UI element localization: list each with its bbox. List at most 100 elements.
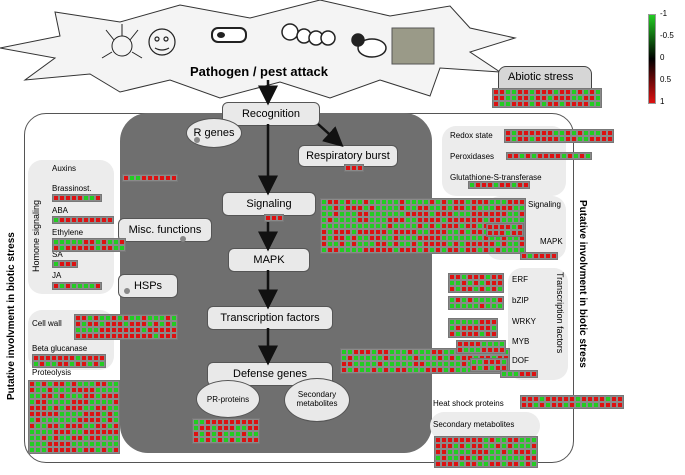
heatmap-cell <box>53 245 59 251</box>
heatmap-cell <box>65 417 71 423</box>
heatmap-cell <box>41 429 47 435</box>
heatmap-cell <box>487 341 493 347</box>
heatmap-cell <box>83 405 89 411</box>
heatmap-cell <box>363 217 369 223</box>
beta-glucanase-label: Beta glucanase <box>32 344 88 353</box>
heatmap-cell <box>491 280 497 286</box>
heatmap-cell <box>495 211 501 217</box>
heatmap-cell <box>71 399 77 405</box>
heatmap-cell <box>465 449 471 455</box>
heatmap-cell <box>405 217 411 223</box>
heatmap-cell <box>513 455 519 461</box>
heatmap-cell <box>483 217 489 223</box>
heatmap-cell <box>589 130 595 136</box>
expression-heatmap <box>52 216 114 224</box>
heatmap-cell <box>513 211 519 217</box>
heatmap-cell <box>449 355 455 361</box>
proteolysis-label: Proteolysis <box>32 368 72 377</box>
heatmap-cell <box>345 165 351 171</box>
heatmap-cell <box>459 211 465 217</box>
heatmap-cell <box>107 393 113 399</box>
heatmap-cell <box>81 333 87 339</box>
heatmap-cell <box>519 241 525 247</box>
heatmap-cell <box>455 325 461 331</box>
heatmap-cell <box>93 333 99 339</box>
heatmap-cell <box>51 355 57 361</box>
heatmap-cell <box>471 199 477 205</box>
heatmap-cell <box>35 429 41 435</box>
heatmap-cell <box>479 280 485 286</box>
heatmap-cell <box>199 419 205 425</box>
heatmap-cell <box>147 327 153 333</box>
heatmap-cell <box>59 435 65 441</box>
heatmap-cell <box>369 229 375 235</box>
heatmap-cell <box>235 431 241 437</box>
heatmap-cell <box>41 393 47 399</box>
heatmap-cell <box>535 136 541 142</box>
heatmap-cell <box>41 417 47 423</box>
heatmap-cell <box>493 182 499 188</box>
expression-heatmap <box>122 174 178 182</box>
heatmap-cell <box>365 361 371 367</box>
heatmap-cell <box>351 223 357 229</box>
heatmap-cell <box>435 443 441 449</box>
heatmap-cell <box>531 455 537 461</box>
heatmap-cell <box>327 199 333 205</box>
heatmap-cell <box>413 355 419 361</box>
heatmap-cell <box>29 387 35 393</box>
heatmap-cell <box>223 419 229 425</box>
heatmap-cell <box>447 437 453 443</box>
heatmap-cell <box>465 437 471 443</box>
heatmap-cell <box>535 95 541 101</box>
heatmap-cell <box>523 101 529 107</box>
heatmap-cell <box>595 136 601 142</box>
heatmap-cell <box>435 461 441 467</box>
heatmap-cell <box>205 425 211 431</box>
heatmap-cell <box>483 443 489 449</box>
heatmap-cell <box>447 247 453 253</box>
heatmap-cell <box>471 229 477 235</box>
heatmap-cell <box>447 461 453 467</box>
heatmap-cell <box>547 136 553 142</box>
heatmap-cell <box>577 89 583 95</box>
heatmap-cell <box>519 437 525 443</box>
heatmap-cell <box>399 211 405 217</box>
heatmap-cell <box>457 341 463 347</box>
heatmap-cell <box>411 223 417 229</box>
heatmap-cell <box>327 247 333 253</box>
heatmap-cell <box>529 89 535 95</box>
heat-shock-label: Heat shock proteins <box>433 399 504 408</box>
heatmap-cell <box>523 95 529 101</box>
heatmap-cell <box>83 283 89 289</box>
heatmap-cell <box>153 321 159 327</box>
heatmap-cell <box>95 387 101 393</box>
heatmap-cell <box>119 245 125 251</box>
expression-heatmap <box>504 129 614 143</box>
heatmap-cell <box>369 223 375 229</box>
heatmap-cell <box>101 387 107 393</box>
heatmap-cell <box>455 286 461 292</box>
heatmap-cell <box>507 235 513 241</box>
heatmap-cell <box>541 101 547 107</box>
heatmap-cell <box>107 417 113 423</box>
heatmap-cell <box>89 447 95 453</box>
heatmap-cell <box>525 449 531 455</box>
heatmap-cell <box>425 349 431 355</box>
heatmap-cell <box>77 387 83 393</box>
heatmap-cell <box>489 359 495 365</box>
heatmap-cell <box>29 381 35 387</box>
heatmap-cell <box>455 297 461 303</box>
heatmap-cell <box>441 455 447 461</box>
heatmap-cell <box>117 327 123 333</box>
heatmap-cell <box>359 367 365 373</box>
heatmap-cell <box>517 182 523 188</box>
heatmap-cell <box>441 449 447 455</box>
heatmap-cell <box>107 423 113 429</box>
mapk-box: MAPK <box>228 248 310 272</box>
heatmap-cell <box>465 211 471 217</box>
heatmap-cell <box>501 443 507 449</box>
heatmap-cell <box>537 153 543 159</box>
legend-tick-5: 1 <box>660 97 665 106</box>
heatmap-cell <box>455 303 461 309</box>
heatmap-cell <box>35 435 41 441</box>
